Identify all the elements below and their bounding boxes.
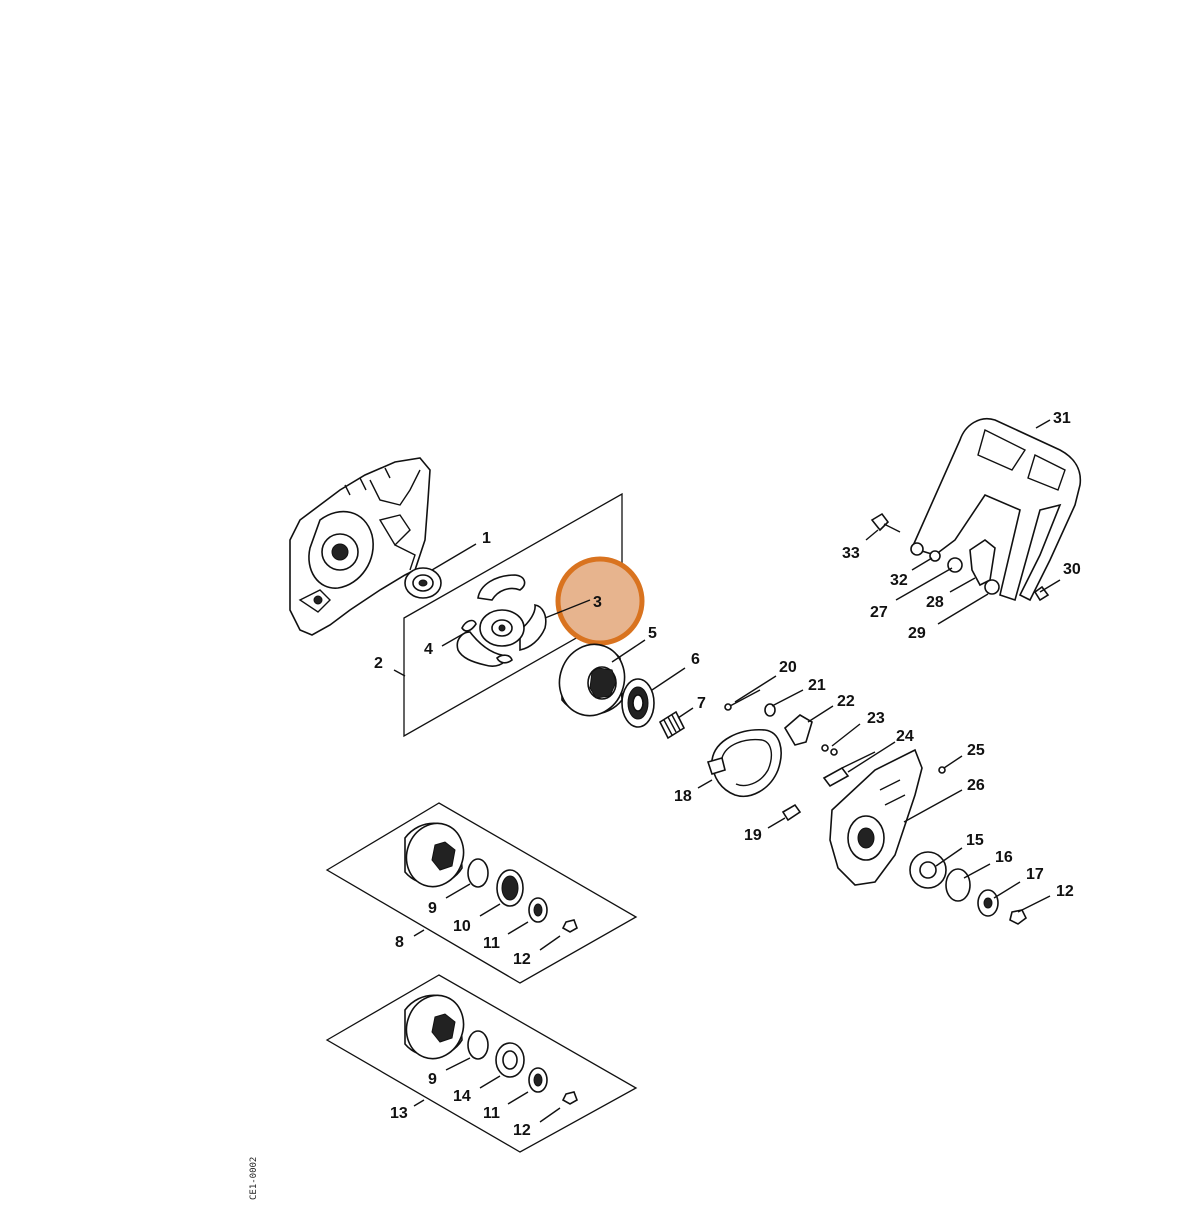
callout-15[interactable]: 15 <box>966 832 984 849</box>
callout-8[interactable]: 8 <box>395 934 404 951</box>
callout-26[interactable]: 26 <box>967 777 985 794</box>
callout-23[interactable]: 23 <box>867 710 885 727</box>
sprocket-cover <box>829 748 923 886</box>
leader-lines <box>393 419 1061 1123</box>
callout-33[interactable]: 33 <box>842 545 860 562</box>
variant-frame-13 <box>325 974 638 1153</box>
callout-29[interactable]: 29 <box>908 625 926 642</box>
needle-cage <box>658 710 686 740</box>
sprocket <box>621 678 655 728</box>
callout-9-a[interactable]: 9 <box>428 900 437 917</box>
callout-labels: 1 2 3 4 5 6 7 8 9 10 11 12 13 9 14 11 12… <box>374 410 1081 1139</box>
washer-part <box>404 567 442 599</box>
brake-band <box>706 729 782 797</box>
callout-14[interactable]: 14 <box>453 1088 471 1105</box>
callout-11-a[interactable]: 11 <box>483 935 500 952</box>
callout-19[interactable]: 19 <box>744 827 762 844</box>
callout-11-b[interactable]: 11 <box>483 1105 500 1122</box>
variant-13-parts <box>404 994 578 1105</box>
highlight-circle <box>555 556 645 646</box>
callout-5[interactable]: 5 <box>648 625 657 642</box>
drawing-code: CE1-0002 <box>249 1157 259 1200</box>
callout-21[interactable]: 21 <box>808 677 826 694</box>
callout-6[interactable]: 6 <box>691 651 700 668</box>
callout-18[interactable]: 18 <box>674 788 692 805</box>
callout-12-b[interactable]: 12 <box>513 1122 531 1139</box>
hand-guard-mount <box>870 512 1050 602</box>
engine-housing <box>289 457 431 636</box>
small-brake-parts <box>724 689 946 822</box>
callout-12-a[interactable]: 12 <box>513 951 531 968</box>
callout-31[interactable]: 31 <box>1053 410 1071 427</box>
callout-32[interactable]: 32 <box>890 572 908 589</box>
callout-1[interactable]: 1 <box>482 530 491 547</box>
clutch-parts <box>456 574 547 667</box>
variant-frame-8 <box>325 802 638 984</box>
hand-guard <box>910 418 1082 602</box>
callout-24[interactable]: 24 <box>896 728 914 745</box>
callout-4[interactable]: 4 <box>424 641 433 658</box>
callout-10[interactable]: 10 <box>453 918 471 935</box>
callout-22[interactable]: 22 <box>837 693 855 710</box>
callout-3[interactable]: 3 <box>593 594 602 611</box>
callout-30[interactable]: 30 <box>1063 561 1081 578</box>
callout-25[interactable]: 25 <box>967 742 985 759</box>
variant-8-parts <box>404 822 578 933</box>
callout-12-c[interactable]: 12 <box>1056 883 1074 900</box>
callout-20[interactable]: 20 <box>779 659 797 676</box>
clutch-drum <box>558 643 626 717</box>
callout-13[interactable]: 13 <box>390 1105 408 1122</box>
callout-28[interactable]: 28 <box>926 594 944 611</box>
callout-7[interactable]: 7 <box>697 695 706 712</box>
callout-9-b[interactable]: 9 <box>428 1071 437 1088</box>
callout-17[interactable]: 17 <box>1026 866 1044 883</box>
rim-sprocket-group <box>909 851 1028 925</box>
callout-16[interactable]: 16 <box>995 849 1013 866</box>
callout-2[interactable]: 2 <box>374 655 383 672</box>
callout-27[interactable]: 27 <box>870 604 888 621</box>
